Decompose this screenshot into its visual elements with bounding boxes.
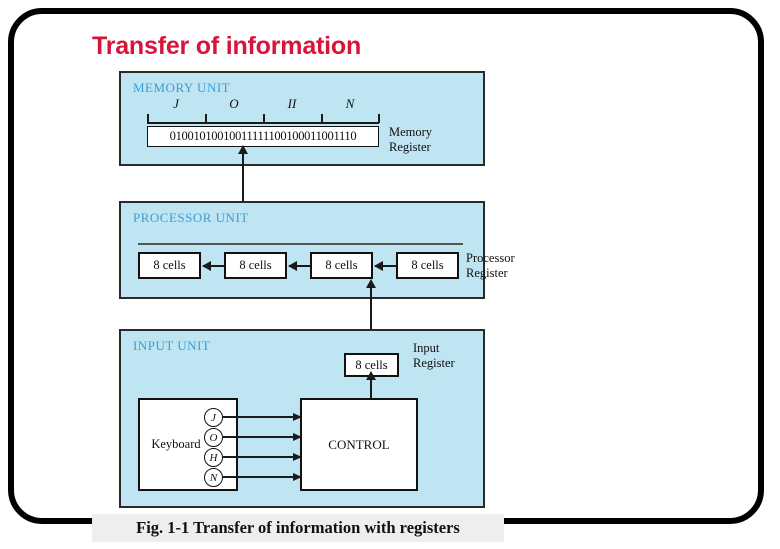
key-signal-line-n xyxy=(222,476,296,478)
keyboard-key-j[interactable]: J xyxy=(204,408,223,427)
memory-unit-panel: MEMORY UNIT xyxy=(119,71,485,166)
slide-frame: Transfer of information MEMORY UNIT J O … xyxy=(8,8,764,542)
processor-register-label-line2: Register xyxy=(466,265,508,280)
memory-tick-2 xyxy=(263,114,265,123)
control-to-input-register-line xyxy=(370,377,372,399)
processor-register-label-line1: Processor xyxy=(466,251,515,265)
figure-caption: Fig. 1-1 Transfer of information with re… xyxy=(92,514,504,542)
processor-link-line-1 xyxy=(289,264,310,267)
keyboard-key-n[interactable]: N xyxy=(204,468,223,487)
key-signal-line-o xyxy=(222,436,296,438)
control-to-input-register-arrowhead xyxy=(366,371,376,380)
processor-link-line-2 xyxy=(203,264,224,267)
memory-tick-4 xyxy=(378,114,380,123)
control-box: CONTROL xyxy=(300,398,418,491)
key-signal-arrow-h xyxy=(293,452,302,461)
memory-segment-label-j: J xyxy=(173,96,179,111)
processor-link-arrow-0 xyxy=(374,260,383,271)
processor-to-memory-arrowhead xyxy=(238,145,248,154)
key-signal-arrow-n xyxy=(293,472,302,481)
page-title: Transfer of information xyxy=(92,32,362,60)
memory-segment-label-o: O xyxy=(229,96,239,111)
input-to-processor-arrowhead xyxy=(366,279,376,288)
memory-segment-label-h: II xyxy=(287,96,297,111)
memory-segment-label-n: N xyxy=(345,96,355,111)
processor-cell-2: 8 cells xyxy=(310,252,373,279)
keyboard-key-h[interactable]: H xyxy=(204,448,223,467)
processor-link-arrow-2 xyxy=(202,260,211,271)
memory-tick-0 xyxy=(147,114,149,123)
processor-cell-3: 8 cells xyxy=(396,252,459,279)
memory-register-label: Memory Register xyxy=(389,125,432,155)
memory-register-bits: 01001010010011111100100011001110 xyxy=(147,126,379,147)
input-register-label-line1: Input xyxy=(413,341,440,355)
key-signal-line-h xyxy=(222,456,296,458)
processor-register-label: Processor Register xyxy=(466,251,515,281)
processor-link-arrow-1 xyxy=(288,260,297,271)
memory-register-label-line2: Register xyxy=(389,139,431,154)
processor-unit-panel: PROCESSOR UNIT xyxy=(119,201,485,299)
memory-tick-3 xyxy=(321,114,323,123)
processor-link-line-0 xyxy=(375,264,396,267)
memory-register-label-line1: Memory xyxy=(389,125,433,139)
memory-unit-label: MEMORY UNIT xyxy=(133,80,231,95)
input-to-processor-line xyxy=(370,285,372,360)
processor-cell-0: 8 cells xyxy=(138,252,201,279)
processor-to-memory-line xyxy=(242,151,244,229)
figure-canvas: MEMORY UNIT J O II N 0100101001001111110… xyxy=(114,71,515,549)
key-signal-line-j xyxy=(222,416,296,418)
processor-bracket xyxy=(138,243,463,245)
input-register-label: Input Register xyxy=(413,341,455,371)
keyboard-label: Keyboard xyxy=(151,437,201,451)
key-signal-arrow-j xyxy=(293,412,302,421)
input-register-cell: 8 cells xyxy=(344,353,399,377)
input-register-label-line2: Register xyxy=(413,355,455,370)
input-unit-label: INPUT UNIT xyxy=(133,338,211,353)
key-signal-arrow-o xyxy=(293,432,302,441)
processor-cell-1: 8 cells xyxy=(224,252,287,279)
keyboard-key-o[interactable]: O xyxy=(204,428,223,447)
processor-unit-label: PROCESSOR UNIT xyxy=(133,210,249,225)
memory-tick-1 xyxy=(205,114,207,123)
